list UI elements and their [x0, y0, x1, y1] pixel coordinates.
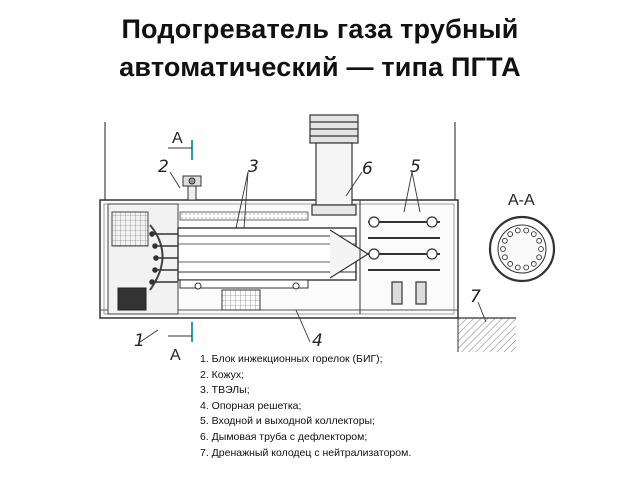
section-tube-dot	[536, 237, 542, 244]
burner-block-panel	[107, 203, 179, 315]
section-tube-dot	[514, 264, 521, 271]
ground-and-drainage-well	[100, 317, 516, 352]
section-tube-dot	[502, 254, 508, 261]
legend-item: 7. Дренажный колодец с нейтрализатором.	[200, 446, 412, 459]
callout-6: 6	[362, 159, 373, 179]
chimney-with-deflector	[309, 114, 359, 216]
legend-item: 6. Дымовая труба с дефлектором;	[200, 430, 368, 443]
section-tube-ring	[500, 227, 544, 271]
section-tube-dot	[523, 264, 530, 271]
section-marker-bottom: А	[170, 347, 181, 364]
burner-injectors	[149, 231, 178, 285]
callout-4: 4	[312, 331, 323, 351]
section-tube-dot	[507, 231, 514, 237]
callout-2: 2	[158, 157, 169, 177]
callout-5: 5	[410, 157, 421, 177]
title-line-2: автоматический — типа ПГТА	[119, 52, 521, 82]
legend-item: 4. Опорная решетка;	[200, 399, 302, 412]
callout-3: 3	[248, 157, 259, 177]
section-tube-dot	[538, 246, 544, 252]
title-line-1: Подогреватель газа трубный	[121, 14, 519, 44]
support-grid	[179, 279, 309, 311]
section-tube-dot	[500, 246, 506, 252]
roof-ribbing	[179, 211, 309, 221]
legend-list: 1. Блок инжекционных горелок (БИГ); 2. К…	[200, 352, 411, 461]
section-a-a-view	[488, 215, 556, 283]
inlet-outlet-collectors	[359, 200, 440, 314]
section-tube-dot	[523, 227, 530, 234]
legend-item: 2. Кожух;	[200, 368, 245, 381]
section-tube-dot	[536, 254, 542, 261]
section-tube-dot	[502, 237, 508, 244]
section-tube-dot	[530, 231, 537, 237]
legend-item: 3. ТВЭЛы;	[200, 384, 250, 397]
section-tube-dot	[507, 261, 514, 267]
section-tube-dot	[530, 261, 537, 267]
section-cut-guides	[168, 147, 192, 337]
section-tube-dot	[514, 227, 521, 234]
top-left-vent	[182, 175, 202, 201]
section-marker-top: А	[172, 130, 183, 147]
roof-support-posts	[104, 122, 456, 200]
legend-item: 5. Входной и выходной коллекторы;	[200, 415, 376, 428]
heating-tube-bundle	[177, 227, 370, 281]
callout-7: 7	[470, 287, 481, 307]
section-view-label: А-А	[508, 192, 535, 209]
callout-1: 1	[134, 331, 145, 351]
legend-item: 1. Блок инжекционных горелок (БИГ);	[200, 353, 383, 365]
callout-leaders	[139, 171, 487, 343]
